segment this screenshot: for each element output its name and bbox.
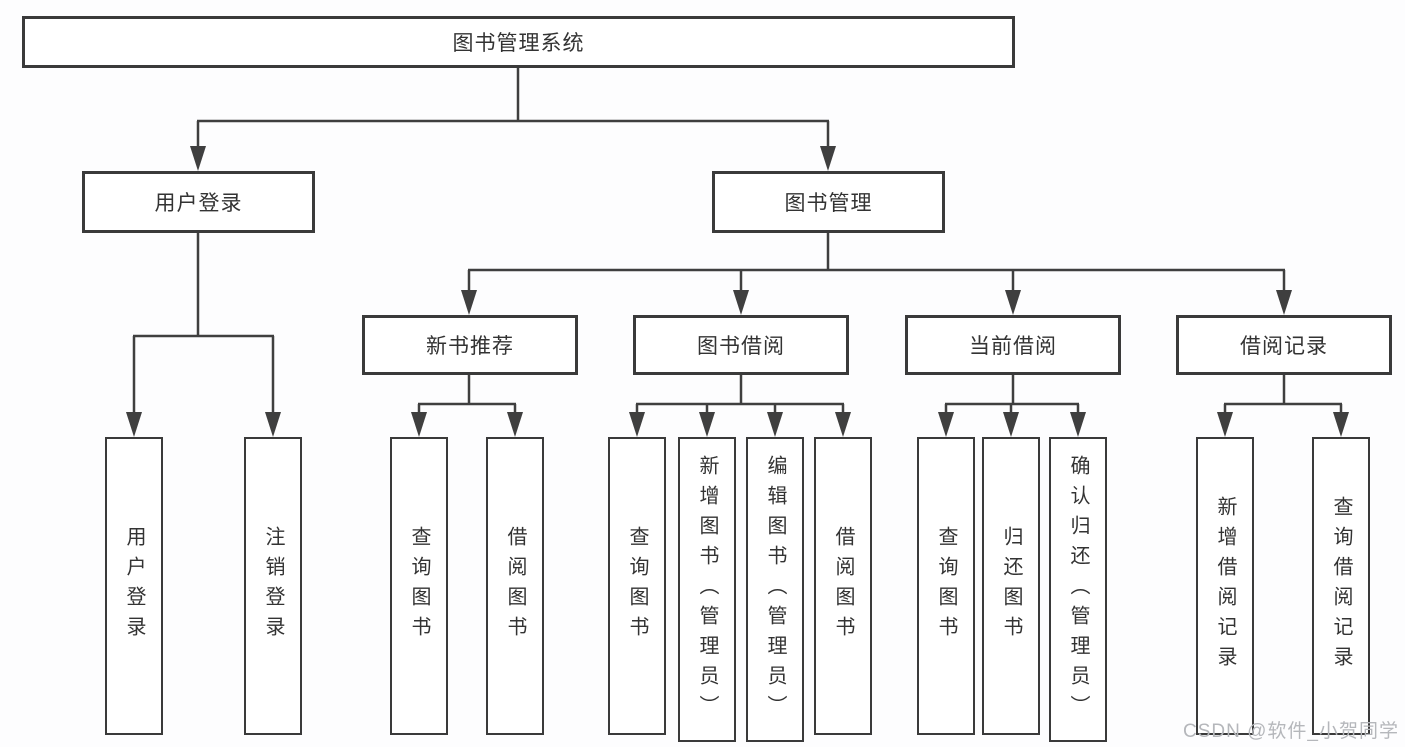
node-borrow-records: 借阅记录: [1176, 315, 1392, 375]
leaf-borrow-books: 借阅图书: [814, 437, 872, 735]
leaf-confirm-return-admin: 确认归还（管理员）: [1049, 437, 1107, 742]
leaf-return-books: 归还图书: [982, 437, 1040, 735]
leaf-query-borrow-record: 查询借阅记录: [1312, 437, 1370, 735]
leaf-borrow-books-recommend: 借阅图书: [486, 437, 544, 735]
node-book-management-label: 图书管理: [784, 192, 873, 215]
node-book-borrow: 图书借阅: [633, 315, 849, 375]
node-current-borrow: 当前借阅: [905, 315, 1121, 375]
node-book-borrow-label: 图书借阅: [697, 335, 785, 358]
node-root: 图书管理系统: [22, 16, 1015, 68]
watermark-text: CSDN @软件_小贺同学: [1183, 721, 1399, 742]
node-new-book-recommend-label: 新书推荐: [426, 335, 514, 358]
node-current-borrow-label: 当前借阅: [969, 335, 1057, 358]
node-user-login: 用户登录: [82, 171, 315, 233]
leaf-edit-books-admin: 编辑图书（管理员）: [746, 437, 804, 742]
leaf-query-books-recommend: 查询图书: [390, 437, 448, 735]
node-borrow-records-label: 借阅记录: [1240, 335, 1328, 358]
arrowhead-icons: [126, 146, 1349, 437]
node-new-book-recommend: 新书推荐: [362, 315, 578, 375]
leaf-add-books-admin: 新增图书（管理员）: [678, 437, 736, 742]
leaf-query-books-current: 查询图书: [917, 437, 975, 735]
node-user-login-label: 用户登录: [154, 192, 243, 215]
leaf-user-login: 用户登录: [105, 437, 163, 735]
node-root-label: 图书管理系统: [452, 32, 585, 55]
node-book-management: 图书管理: [712, 171, 945, 233]
leaf-query-books-borrow: 查询图书: [608, 437, 666, 735]
leaf-logout: 注销登录: [244, 437, 302, 735]
leaf-add-borrow-record: 新增借阅记录: [1196, 437, 1254, 735]
